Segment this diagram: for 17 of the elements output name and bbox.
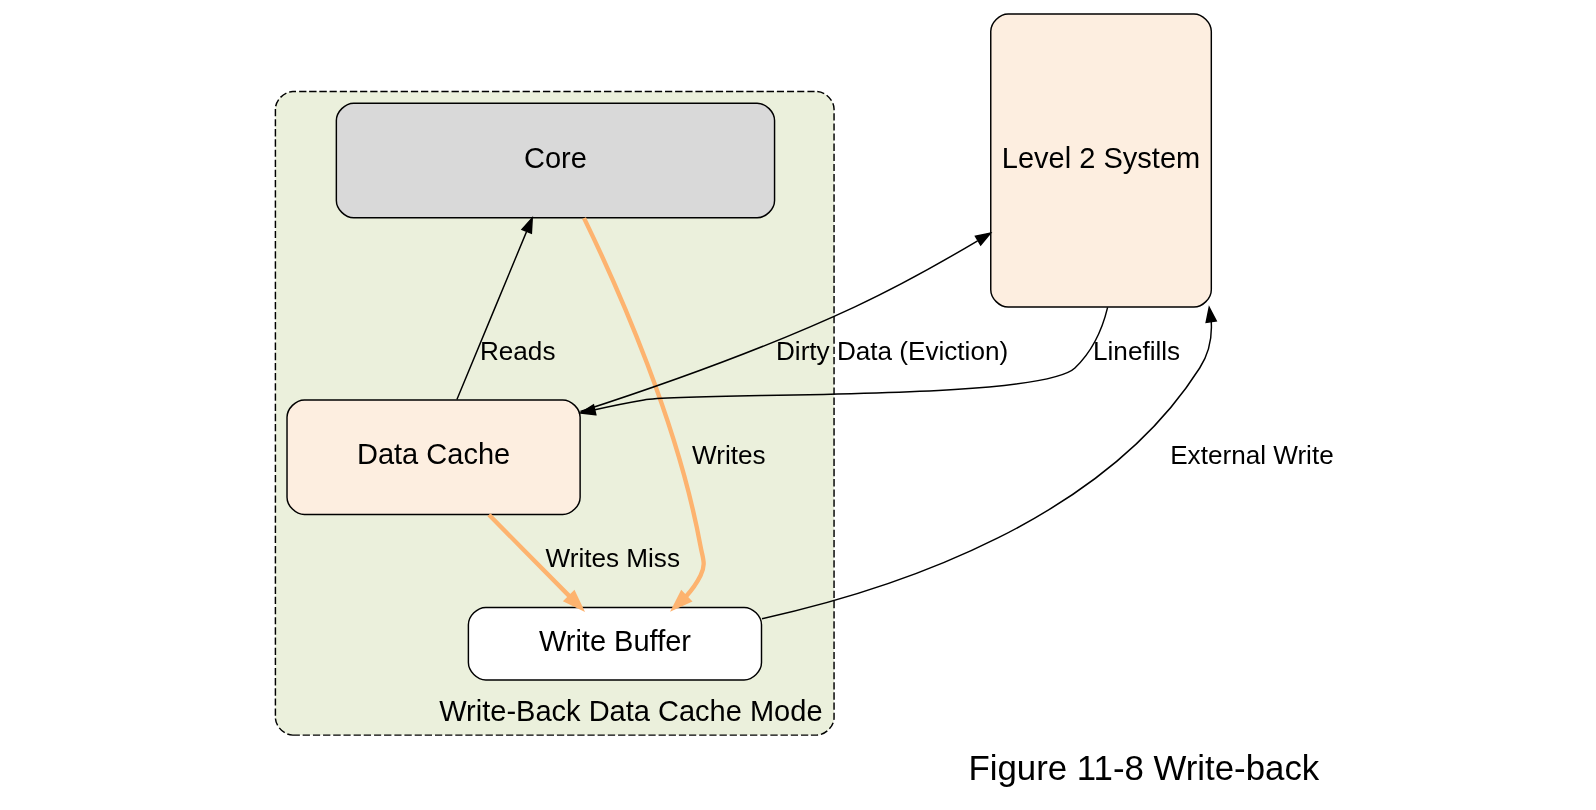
arrow (581, 217, 706, 612)
arrow (579, 231, 992, 413)
arrow (486, 513, 585, 612)
edge-label: Reads (479, 335, 555, 366)
edge-label: Writes Miss (545, 543, 680, 574)
node-box: Data Cache (285, 399, 581, 516)
node-box: Level 2 System (989, 13, 1212, 308)
arrow (577, 306, 1108, 416)
caption: Figure 11-8 Write-back (967, 748, 1319, 788)
edge-label: Linefills (1092, 335, 1180, 366)
arrow (760, 305, 1217, 620)
arrow (455, 215, 533, 401)
edge-label: External Write (1169, 439, 1334, 470)
edge-label: Dirty Data (Eviction) (775, 335, 1008, 366)
edge-label: Writes (691, 439, 766, 470)
node-box: Write Buffer (467, 606, 762, 681)
node-box: Core (335, 102, 775, 219)
